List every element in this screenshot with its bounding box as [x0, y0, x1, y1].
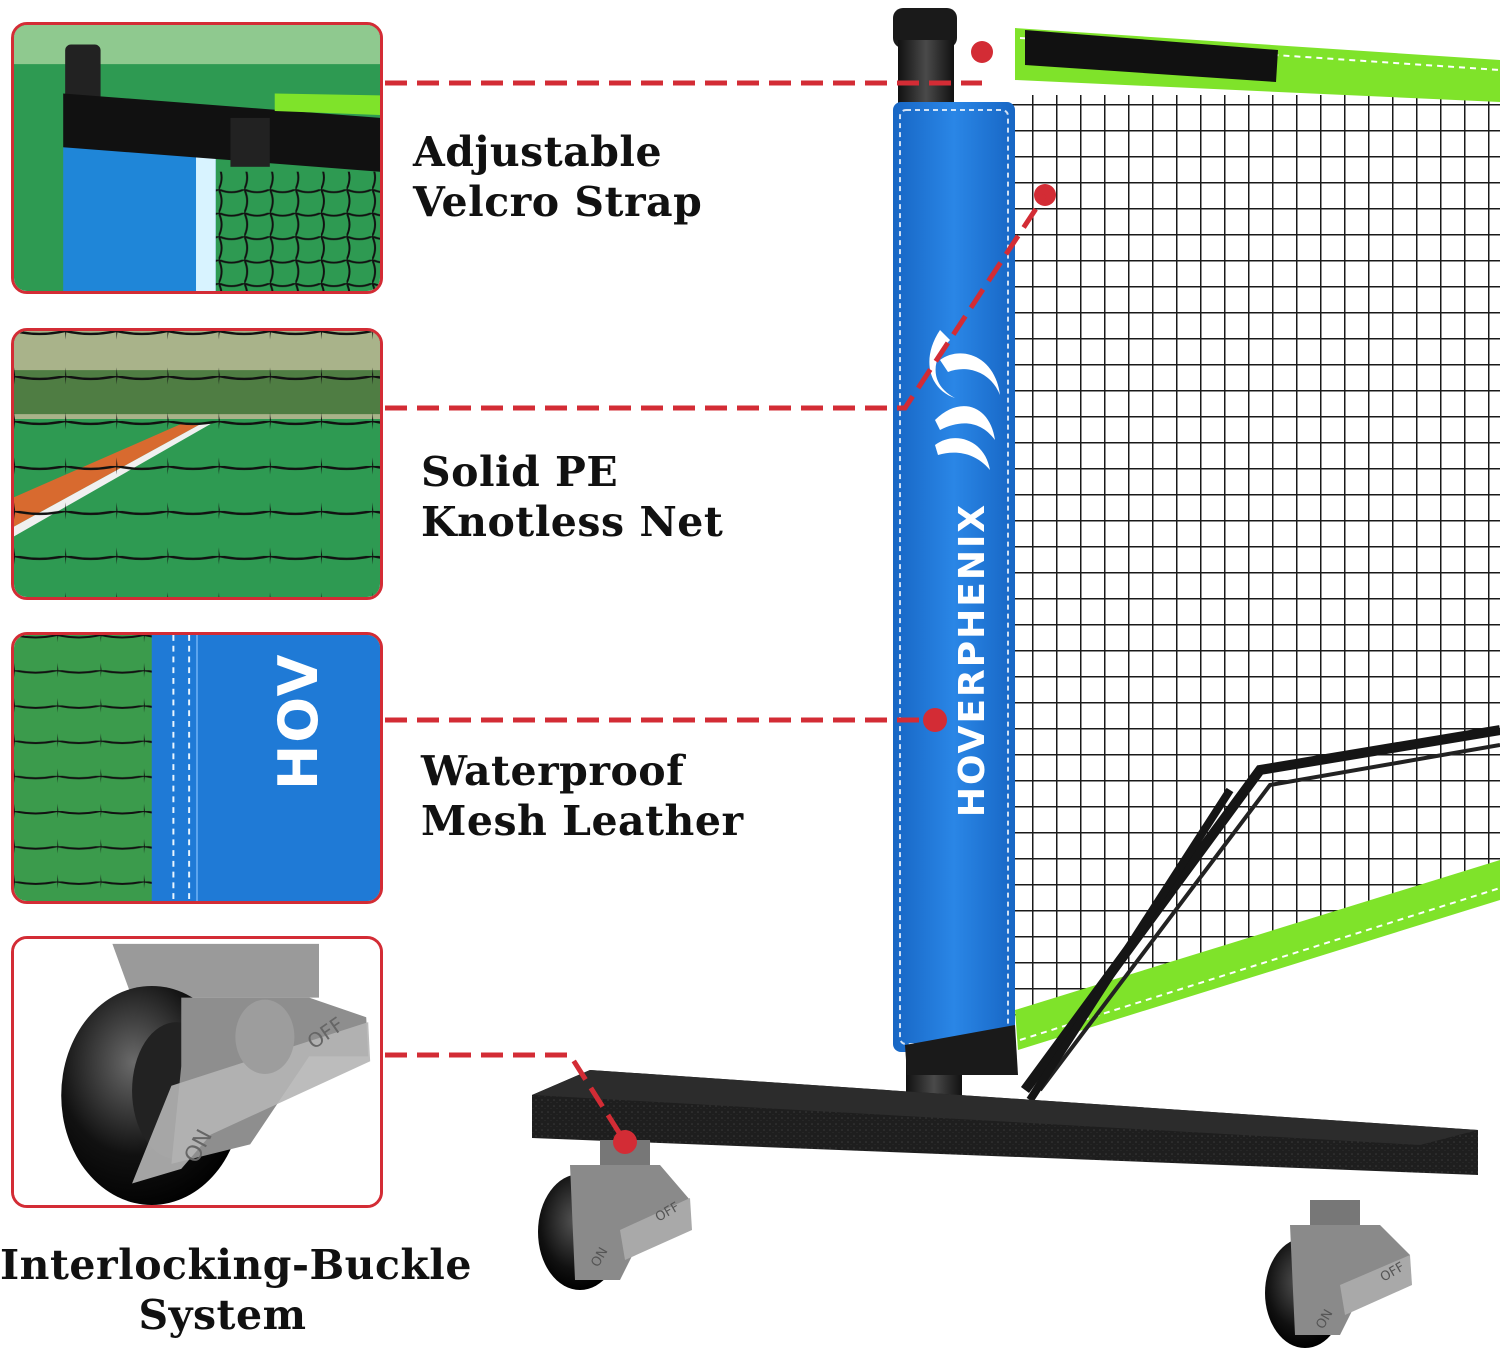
feature-label-line: Knotless Net [421, 498, 724, 546]
callout-lines [385, 80, 1048, 1144]
pole-sleeve [893, 102, 1015, 1052]
base [532, 1070, 1478, 1175]
brand-logo [929, 330, 1000, 470]
feature-label-velcro: Adjustable Velcro Strap [413, 127, 702, 227]
feature-label-line: Interlocking-Buckle [0, 1241, 472, 1289]
feature-label-buckle: Interlocking-Buckle System [0, 1240, 472, 1340]
wheel-lock-photo: OFF ON [11, 936, 383, 1208]
velcro-strap-photo [11, 22, 383, 294]
feature-label-line: Mesh Leather [421, 797, 744, 845]
mesh-leather-photo: HOV [11, 632, 383, 904]
feature-label-line: Velcro Strap [413, 178, 703, 226]
feature-label-leather: Waterproof Mesh Leather [421, 746, 744, 846]
wheel-right [1265, 1200, 1412, 1348]
feature-label-line: Solid PE [421, 448, 619, 496]
wheel-left [538, 1140, 692, 1290]
feature-label-net: Solid PE Knotless Net [421, 447, 723, 547]
callout-dots [613, 41, 1056, 1154]
knotless-net-photo [11, 328, 383, 600]
feature-label-line: Adjustable [413, 128, 663, 176]
velcro-strap [1025, 30, 1278, 82]
brand-crop-text: HOV [267, 652, 330, 790]
feature-label-line: Waterproof [421, 747, 685, 795]
pole [893, 8, 1018, 1110]
feature-label-line: System [138, 1291, 307, 1339]
net [1010, 28, 1500, 1103]
